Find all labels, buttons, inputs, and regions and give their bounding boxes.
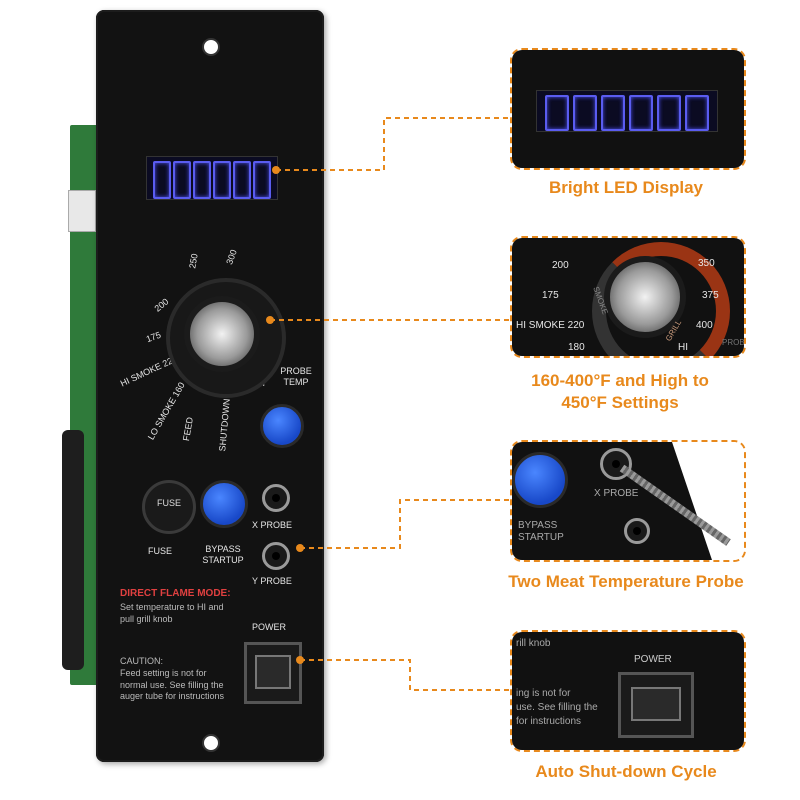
callout-scale-180: 180	[568, 342, 585, 353]
direct-flame-title: DIRECT FLAME MODE:	[120, 588, 231, 599]
callout-probe: BYPASS STARTUP X PROBE	[510, 440, 746, 562]
callout-scale-400: 400	[696, 320, 713, 331]
callout-knob	[604, 256, 686, 338]
callout-knob: 200 175 HI SMOKE 220 180 350 375 400 HI …	[510, 236, 746, 358]
controller-panel: 250 300 200 175 HI SMOKE 220 LO SMOKE 16…	[96, 10, 324, 762]
caution-text: Feed setting is not for normal use. See …	[120, 668, 225, 702]
callout-x-probe-jack	[600, 448, 632, 480]
fuse-holder[interactable]: FUSE	[142, 480, 196, 534]
callout-frag-1: rill knob	[516, 638, 551, 649]
connector	[68, 190, 96, 232]
y-probe-label: Y PROBE	[252, 576, 292, 586]
fuse-label: FUSE	[148, 546, 173, 556]
callout-led-display	[536, 90, 718, 132]
callout-x-probe-label: X PROBE	[594, 488, 639, 499]
probe-temp-label: PROBE TEMP	[280, 366, 312, 387]
temperature-knob[interactable]	[184, 296, 260, 372]
callout-power: rill knob ing is not for use. See fillin…	[510, 630, 746, 752]
callout-scale-375: 375	[702, 290, 719, 301]
power-label: POWER	[252, 622, 287, 632]
callout-scale-350: 350	[698, 258, 715, 269]
caution-title: CAUTION:	[120, 656, 164, 666]
mount-hole-top	[202, 38, 220, 56]
mount-hole-bottom	[202, 734, 220, 752]
callout-scale-prob: PROB	[722, 338, 745, 347]
caption-probe: Two Meat Temperature Probe	[508, 572, 744, 591]
callout-scale-hi-smoke: HI SMOKE 220	[516, 320, 585, 331]
x-probe-label: X PROBE	[252, 520, 293, 530]
callout-scale-hi: HI	[678, 342, 688, 353]
callout-scale-175: 175	[542, 290, 559, 301]
callout-frag-2: ing is not for	[516, 688, 571, 699]
direct-flame-text: Set temperature to HI and pull grill kno…	[120, 602, 224, 624]
callout-power-label: POWER	[634, 654, 672, 665]
callout-scale-200: 200	[552, 260, 569, 271]
callout-frag-4: for instructions	[516, 716, 582, 727]
callout-power-switch	[618, 672, 694, 738]
power-switch[interactable]	[244, 642, 302, 704]
led-display	[146, 156, 278, 200]
caption-shutdown: Auto Shut-down Cycle	[535, 762, 717, 781]
callout-display	[510, 48, 746, 170]
caption-settings: 160-400°F and High to 450°F Settings	[531, 371, 709, 413]
callout-bypass-button	[512, 452, 568, 508]
callout-bypass-label: BYPASS STARTUP	[518, 520, 564, 543]
y-probe-jack[interactable]	[262, 542, 290, 570]
fuse-cap-text: FUSE	[156, 498, 181, 508]
probe-temp-button[interactable]	[260, 404, 304, 448]
callout-y-probe-jack	[624, 518, 650, 544]
callout-frag-3: use. See filling the	[516, 702, 598, 713]
bypass-startup-button[interactable]	[200, 480, 248, 528]
x-probe-jack[interactable]	[262, 484, 290, 512]
wire-harness	[62, 430, 84, 670]
caption-led-display: Bright LED Display	[549, 178, 703, 197]
bypass-startup-label: BYPASS STARTUP	[202, 544, 244, 565]
